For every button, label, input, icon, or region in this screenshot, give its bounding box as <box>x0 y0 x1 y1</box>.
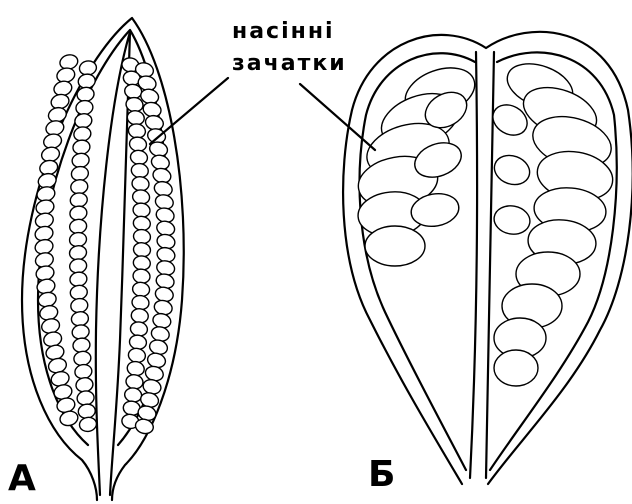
pod-b-ovules <box>354 56 617 386</box>
callout-label-line2: зачатки <box>232 51 347 76</box>
panel-label-b: Б <box>368 454 395 495</box>
pod-a <box>22 18 184 500</box>
ovule <box>494 350 538 386</box>
ovule <box>490 151 533 190</box>
pod-b-septum <box>470 52 494 478</box>
ovule <box>492 203 532 237</box>
ovule <box>365 226 425 266</box>
panel-label-a: А <box>8 458 36 499</box>
ovule <box>78 416 97 433</box>
pod-b <box>343 32 632 484</box>
callout-leader-b <box>300 84 375 150</box>
callout-label-line1: насінні <box>232 19 335 44</box>
pod-a-ovules <box>34 53 177 436</box>
callout-leader-a <box>150 78 228 144</box>
